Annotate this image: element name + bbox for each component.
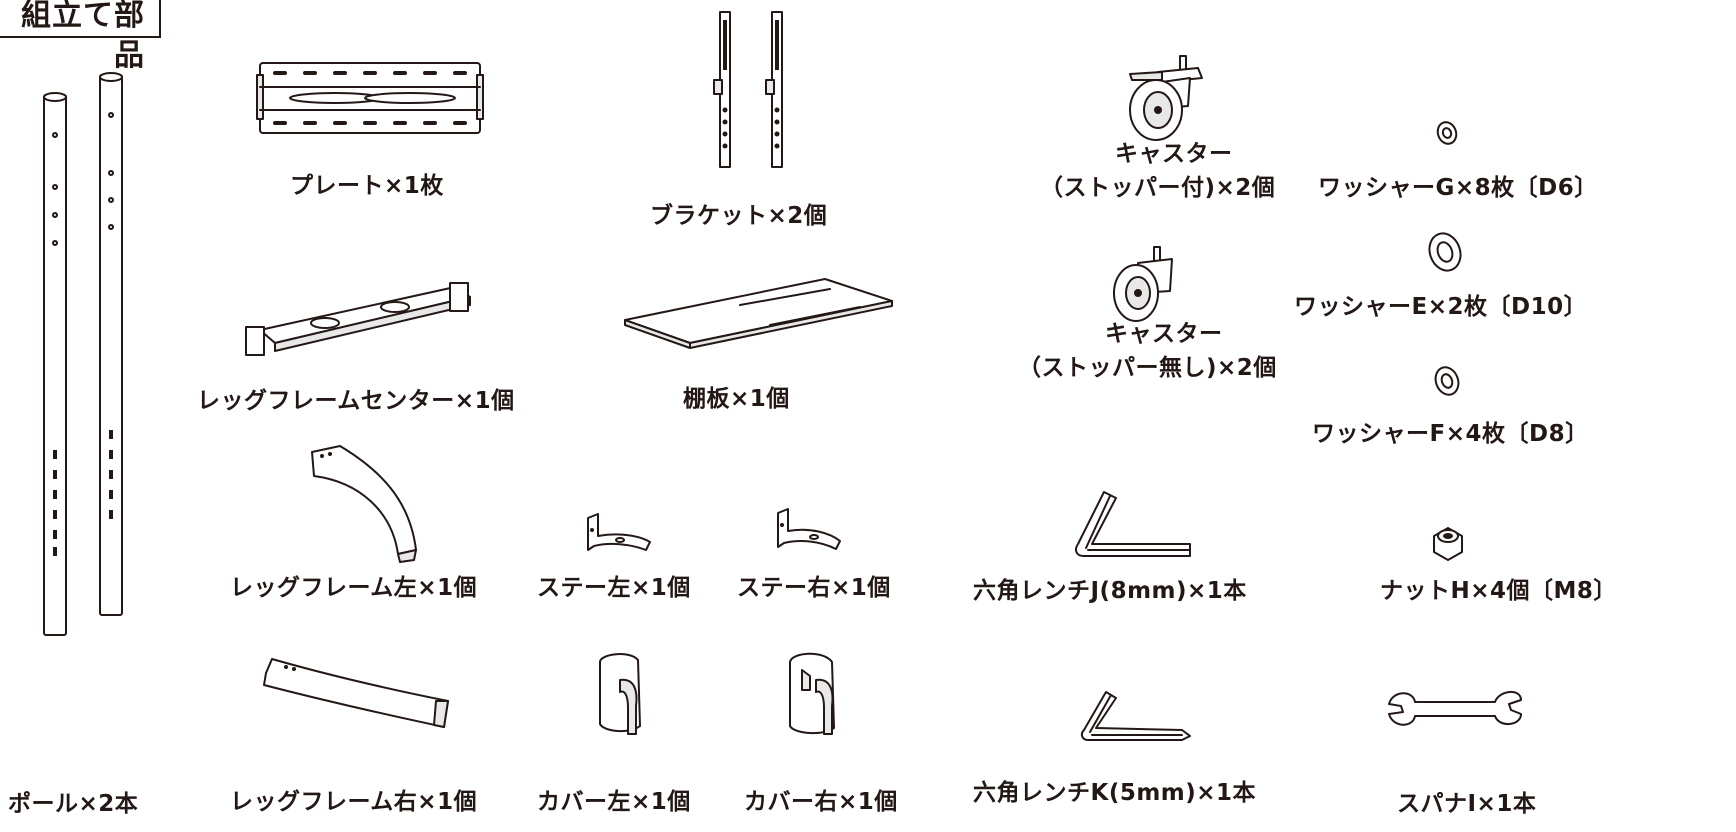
washer-f-label: ワッシャーF×4枚〔D8〕 [1312,421,1589,447]
washer-g-illustration [1436,121,1458,145]
hex-wrench-k-illustration [1080,691,1191,741]
hex-wrench-k-label: 六角レンチK(5mm)×1本 [973,780,1257,806]
leg-frame-right-illustration [263,658,449,728]
caster-stopper-label-line2: （ストッパー付)×2個 [1040,175,1276,201]
washer-e-illustration [1428,232,1462,272]
hex-wrench-j-label: 六角レンチJ(8mm)×1本 [973,578,1247,604]
cover-left-illustration [599,653,641,735]
stay-left-label: ステー左×1個 [537,575,691,601]
nut-h-illustration [1433,527,1463,561]
stay-right-illustration [777,508,841,550]
leg-frame-right-label: レッグフレーム右×1個 [230,789,478,815]
pole-illustration [43,72,123,636]
washer-f-illustration [1434,366,1460,396]
shelf-label: 棚板×1個 [683,386,790,412]
leg-frame-center-label: レッグフレームセンター×1個 [197,388,515,414]
leg-frame-center-illustration [245,282,471,356]
plate-label: プレート×1枚 [290,173,444,199]
stay-left-illustration [587,513,651,551]
spanner-illustration [1388,691,1522,726]
cover-right-illustration [789,652,835,735]
cover-right-label: カバー右×1個 [744,789,898,815]
nut-h-label: ナットH×4個〔M8〕 [1380,578,1617,604]
stay-right-label: ステー右×1個 [737,575,891,601]
washer-g-label: ワッシャーG×8枚〔D6〕 [1318,175,1598,201]
caster-nostopper-illustration [1113,246,1173,322]
caster-stopper-label-line1: キャスター [1115,141,1233,167]
washer-e-label: ワッシャーE×2枚〔D10〕 [1294,294,1588,320]
section-title: 組立て部品 [0,0,161,73]
leg-frame-left-illustration [311,445,417,563]
shelf-illustration [624,278,893,349]
cover-left-label: カバー左×1個 [537,789,691,815]
plate-illustration [256,62,484,134]
caster-nostopper-label-line2: （ストッパー無し)×2個 [1018,355,1277,381]
caster-stopper-illustration [1129,55,1203,141]
hex-wrench-j-illustration [1075,491,1191,557]
spanner-label: スパナI×1本 [1397,791,1537,817]
leg-frame-left-label: レッグフレーム左×1個 [230,575,478,601]
bracket-label: ブラケット×2個 [650,203,828,229]
bracket-illustration [713,11,783,168]
caster-nostopper-label-line1: キャスター [1105,321,1223,347]
pole-label: ポール×2本 [8,791,139,817]
